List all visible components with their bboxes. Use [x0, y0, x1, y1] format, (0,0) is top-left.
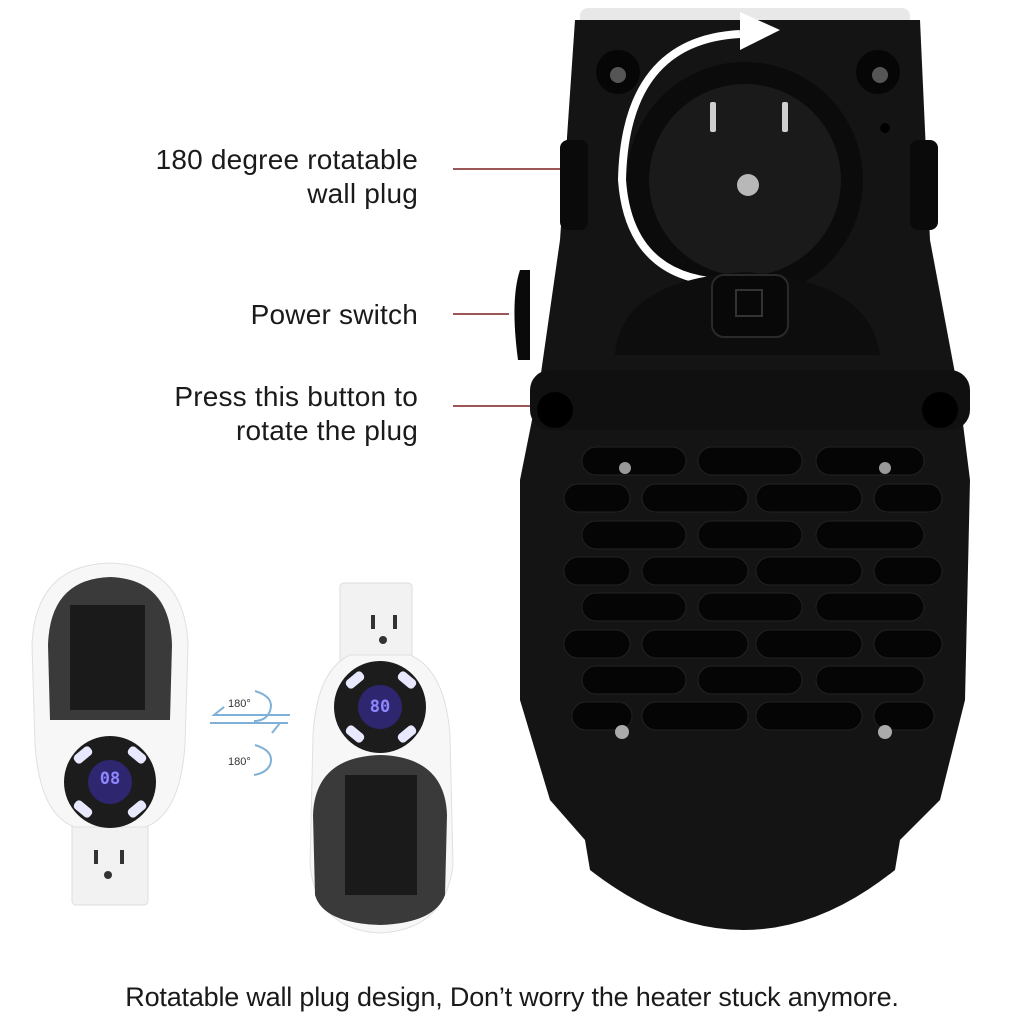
- rotation-arrows-icon: [210, 690, 290, 776]
- callout-power-switch: Power switch: [250, 299, 418, 330]
- heater-back-view: [514, 8, 970, 930]
- right-display-value: 80: [369, 697, 391, 717]
- rotation-label-top: 180°: [228, 698, 251, 710]
- callout-rotatable-plug: 180 degree rotatable wall plug: [155, 144, 418, 209]
- callout-rotate-button: Press this button to rotate the plug: [174, 381, 418, 446]
- leader-line-plug: [453, 168, 643, 170]
- rotation-label-bottom: 180°: [228, 756, 251, 768]
- leader-line-switch: [453, 313, 509, 315]
- heater-right-orientation: [309, 582, 454, 934]
- heater-left-orientation: [31, 562, 189, 906]
- bottom-caption: Rotatable wall plug design, Don’t worry …: [125, 982, 899, 1012]
- left-display-value: 08: [99, 769, 121, 789]
